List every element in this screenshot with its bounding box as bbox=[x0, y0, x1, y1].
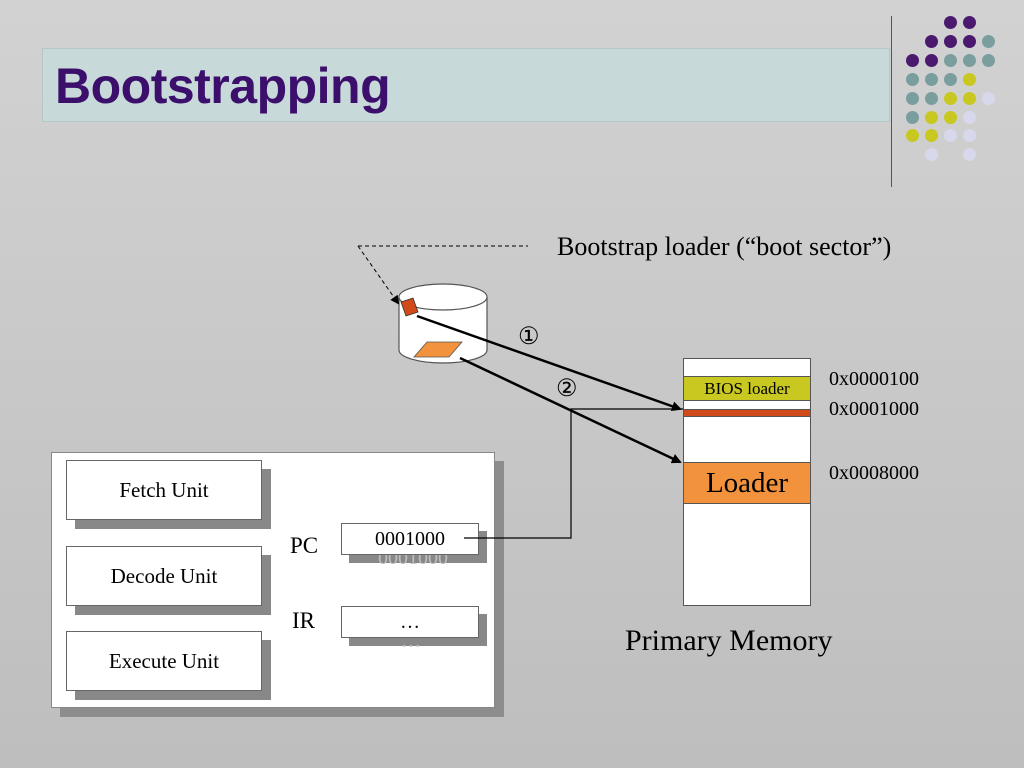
decorative-dot bbox=[925, 54, 938, 67]
decorative-dot bbox=[906, 54, 919, 67]
slide-title: Bootstrapping bbox=[55, 58, 391, 114]
fetch-unit: Fetch Unit bbox=[66, 460, 262, 520]
decorative-dot bbox=[963, 54, 976, 67]
pc-register: 0001000 bbox=[341, 523, 479, 555]
decorative-dot bbox=[963, 148, 976, 161]
loader-file-marker bbox=[413, 341, 463, 358]
decorative-dot bbox=[963, 16, 976, 29]
decorative-divider bbox=[891, 16, 892, 187]
boot-sector-marker bbox=[400, 297, 419, 317]
step-2-marker: ② bbox=[556, 376, 578, 402]
decorative-dot bbox=[982, 92, 995, 105]
disk-icon bbox=[398, 283, 488, 364]
decorative-dot bbox=[925, 111, 938, 124]
pc-connector-line bbox=[464, 408, 683, 539]
decorative-dot bbox=[944, 92, 957, 105]
decorative-dot bbox=[944, 35, 957, 48]
decorative-dot bbox=[925, 73, 938, 86]
primary-memory-caption: Primary Memory bbox=[625, 624, 833, 657]
title-bar: Bootstrapping bbox=[42, 48, 890, 122]
decode-unit: Decode Unit bbox=[66, 546, 262, 606]
decorative-dot bbox=[944, 73, 957, 86]
decorative-dot bbox=[963, 111, 976, 124]
address-label: 0x0008000 bbox=[829, 462, 919, 484]
decorative-dot bbox=[982, 54, 995, 67]
decorative-dot bbox=[944, 129, 957, 142]
decorative-dot bbox=[944, 16, 957, 29]
bootstrap-loader-label: Bootstrap loader (“boot sector”) bbox=[557, 232, 892, 261]
decorative-dot bbox=[944, 111, 957, 124]
decorative-dot bbox=[925, 35, 938, 48]
decorative-dot bbox=[944, 54, 957, 67]
decorative-dot bbox=[963, 92, 976, 105]
bootstrap-pointer-arrow bbox=[357, 245, 400, 305]
decorative-dot bbox=[906, 92, 919, 105]
decorative-dot bbox=[906, 73, 919, 86]
decorative-dot bbox=[906, 129, 919, 142]
pc-label: PC bbox=[290, 533, 319, 558]
ir-register: … bbox=[341, 606, 479, 638]
decorative-dot bbox=[982, 35, 995, 48]
ir-label: IR bbox=[292, 608, 315, 633]
decorative-dot bbox=[925, 148, 938, 161]
step-1-marker: ① bbox=[518, 324, 540, 350]
loader-region: Loader bbox=[683, 462, 811, 504]
step-2-arrow bbox=[459, 356, 682, 464]
step-1-arrow bbox=[416, 314, 682, 412]
decorative-dot bbox=[925, 92, 938, 105]
boot-sector-region bbox=[683, 409, 811, 417]
address-label: 0x0001000 bbox=[829, 398, 919, 420]
decorative-dot bbox=[925, 129, 938, 142]
decorative-dot bbox=[963, 129, 976, 142]
decorative-dot bbox=[906, 111, 919, 124]
address-label: 0x0000100 bbox=[829, 368, 919, 390]
execute-unit: Execute Unit bbox=[66, 631, 262, 691]
decorative-dot bbox=[963, 73, 976, 86]
decorative-dot bbox=[963, 35, 976, 48]
bios-loader-region: BIOS loader bbox=[683, 376, 811, 401]
